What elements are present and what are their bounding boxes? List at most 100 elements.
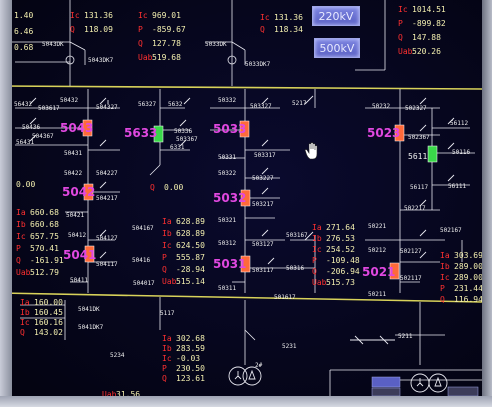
breaker-5042[interactable] <box>83 183 94 201</box>
low-mid-2-value: -0.03 <box>176 354 200 363</box>
device-label-50331: 50331 <box>218 154 236 161</box>
breaker-5021[interactable] <box>389 262 400 280</box>
top-left-partial-1: 6.46 <box>14 27 33 36</box>
breaker-5611[interactable] <box>427 145 438 163</box>
top-left-partial-2: 0.68 <box>14 43 33 52</box>
node-label-5023: 5023 <box>367 126 400 140</box>
bottom-uab-value: 31.56 <box>116 390 140 399</box>
device-label-50116: 50116 <box>452 149 470 156</box>
left-block-3-key: P <box>16 244 21 253</box>
far-right-block-0-key: Ia <box>440 251 450 260</box>
node-label-5633: 5633 <box>124 126 157 140</box>
left-block-0-value: 660.68 <box>30 208 59 217</box>
device-label-502167: 502167 <box>440 227 462 234</box>
device-label-5041DK: 5041DK <box>78 306 100 313</box>
breaker-5041[interactable] <box>84 245 95 263</box>
hand-cursor-icon <box>304 142 318 160</box>
top-col4-1-value: -899.82 <box>412 19 446 28</box>
breaker-5633[interactable] <box>153 125 164 143</box>
left-block-0-key: Ia <box>16 208 26 217</box>
device-label-5217: 5217 <box>292 100 307 107</box>
top-col3-1-key: Q <box>260 25 265 34</box>
device-label-504117: 504117 <box>96 261 118 268</box>
transformer-1-winding-b[interactable] <box>428 373 448 393</box>
voltage-500kv-button[interactable]: 500kV <box>314 38 360 58</box>
device-label-503167: 503167 <box>286 232 308 239</box>
device-label-504017: 504017 <box>133 280 155 287</box>
left-block-4-value: -161.91 <box>30 256 64 265</box>
device-label-50412: 50412 <box>68 232 86 239</box>
breaker-5033[interactable] <box>239 120 250 138</box>
mid-block-4-key: Q <box>162 265 167 274</box>
top-col4-3-value: 520.26 <box>412 47 441 56</box>
low-mid-4-key: Q <box>162 374 167 383</box>
device-label-50422: 50422 <box>64 170 82 177</box>
far-right-block-3-value: 231.44 <box>454 284 483 293</box>
device-label-56111: 56111 <box>448 183 466 190</box>
device-label-50316: 50316 <box>286 265 304 272</box>
far-right-block-4-key: Q <box>440 295 445 304</box>
top-device-1: 5043DK7 <box>88 57 114 64</box>
device-label-50212: 50212 <box>368 247 386 254</box>
device-label-50211: 50211 <box>368 291 386 298</box>
device-label-502127: 502127 <box>400 248 422 255</box>
device-label-6431: 56431 <box>16 139 34 146</box>
breaker-5032[interactable] <box>240 189 251 207</box>
low-mid-2-key: Ic <box>162 354 172 363</box>
top-col4-0-value: 1014.51 <box>412 5 446 14</box>
node-label-5043: 5043 <box>60 121 93 135</box>
low-left-3-key: Q <box>20 328 25 337</box>
device-label-504227: 504227 <box>96 170 118 177</box>
device-label-50312: 50312 <box>218 240 236 247</box>
device-label-50321: 50321 <box>218 217 236 224</box>
device-label-50411: 50411 <box>70 277 88 284</box>
right-block-2-key: Ic <box>312 245 322 254</box>
low-left-1-key: Ib <box>20 308 30 317</box>
device-label-50232: 50232 <box>372 103 390 110</box>
low-left-2-key: Ic <box>20 318 30 327</box>
right-block-4-key: Q <box>312 267 317 276</box>
far-right-block-2-value: 289.00 <box>454 273 483 282</box>
top-left-partial-0: 1.40 <box>14 11 33 20</box>
left-block-5-key: Uab <box>16 268 31 277</box>
mid-block-3-value: 555.87 <box>176 253 205 262</box>
node-label-5042: 5042 <box>62 185 95 199</box>
top-col2-3-key: Uab <box>138 53 153 62</box>
far-right-block-4-value: 116.94 <box>454 295 483 304</box>
far-right-block-0-value: 303.69 <box>454 251 483 260</box>
low-left-2-value: 160.16 <box>34 318 63 327</box>
device-label-6331: 6331 <box>170 144 185 151</box>
device-label-50322: 50322 <box>218 170 236 177</box>
top-col1-0-value: 131.36 <box>84 11 113 20</box>
node-label-5021: 5021 <box>362 265 395 279</box>
bus-bottom <box>0 292 483 303</box>
breaker-5031[interactable] <box>240 255 251 273</box>
breaker-5023[interactable] <box>394 124 405 142</box>
device-label-56112: 56112 <box>450 120 468 127</box>
voltage-220kv-button[interactable]: 220kV <box>312 6 360 26</box>
indicator-box-xx <box>371 376 401 388</box>
breaker-5043[interactable] <box>82 119 93 137</box>
low-mid-0-key: Ia <box>162 334 172 343</box>
top-col2-2-key: Q <box>138 39 143 48</box>
right-block-1-key: Ib <box>312 234 322 243</box>
top-col1-1-key: Q <box>70 25 75 34</box>
device-label-502367: 502367 <box>408 134 430 141</box>
device-label-56327: 56327 <box>138 101 156 108</box>
left-block-1-key: Ib <box>16 220 26 229</box>
device-label-503617: 503617 <box>38 105 60 112</box>
bus-bars <box>0 85 483 303</box>
top-wiring <box>0 0 386 86</box>
left-block-4-key: Q <box>16 256 21 265</box>
transformer-2-winding-b[interactable] <box>242 366 262 386</box>
low-mid-3-value: 230.50 <box>176 364 205 373</box>
transformer-2-winding-a[interactable] <box>228 366 248 386</box>
top-col3-0-key: Ic <box>260 13 270 22</box>
transformers <box>228 335 448 393</box>
top-col1-1-value: 118.09 <box>84 25 113 34</box>
top-col2-1-value: -859.67 <box>152 25 186 34</box>
device-label-5041DK7: 5041DK7 <box>78 324 104 331</box>
device-label-503367: 503367 <box>176 136 198 143</box>
